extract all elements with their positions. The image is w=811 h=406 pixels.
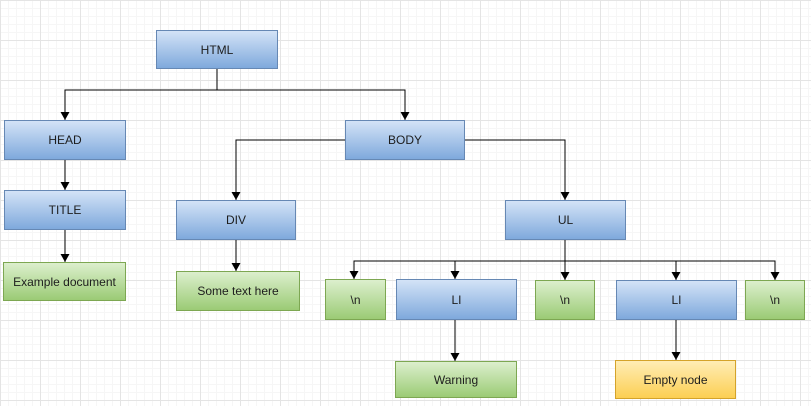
node-label-body: BODY — [387, 133, 422, 147]
node-warning[interactable]: Warning — [395, 361, 517, 398]
node-label-html: HTML — [200, 42, 234, 57]
node-newline-3[interactable]: \n — [745, 280, 805, 320]
node-label-example-document: Example document — [13, 274, 116, 289]
edge-ul-to-newline-1[interactable] — [349, 240, 566, 279]
node-label-newline-3: \n — [769, 293, 780, 307]
node-div[interactable]: DIV — [176, 200, 296, 240]
edge-ul-to-li-1[interactable] — [450, 240, 566, 279]
node-newline-2[interactable]: \n — [535, 280, 595, 320]
edge-html-to-body[interactable] — [216, 69, 410, 120]
edge-html-to-head[interactable] — [60, 69, 218, 120]
node-li-1[interactable]: LI — [396, 279, 517, 320]
node-body[interactable]: BODY — [345, 120, 465, 160]
edge-body-to-ul[interactable] — [465, 139, 570, 200]
node-empty-node[interactable]: Empty node — [615, 360, 736, 399]
node-some-text-here[interactable]: Some text here — [176, 271, 300, 311]
edge-body-to-div[interactable] — [231, 139, 345, 200]
node-example-document[interactable]: Example document — [3, 262, 126, 301]
edge-ul-to-li-2[interactable] — [564, 240, 681, 280]
node-label-div: DIV — [225, 213, 246, 227]
node-label-empty-node: Empty node — [643, 372, 708, 387]
node-label-ul: UL — [557, 213, 574, 227]
node-label-li-1: LI — [451, 292, 462, 307]
node-label-newline-2: \n — [559, 293, 570, 307]
node-label-newline-1: \n — [350, 292, 361, 307]
node-li-2[interactable]: LI — [616, 280, 737, 320]
node-head[interactable]: HEAD — [4, 120, 126, 160]
node-html[interactable]: HTML — [156, 30, 278, 69]
node-label-li-2: LI — [671, 293, 682, 307]
node-label-some-text-here: Some text here — [197, 284, 279, 298]
node-label-warning: Warning — [433, 372, 479, 387]
node-title[interactable]: TITLE — [4, 190, 126, 230]
edge-ul-to-newline-3[interactable] — [564, 240, 780, 280]
node-newline-1[interactable]: \n — [325, 279, 386, 320]
node-label-head: HEAD — [48, 133, 82, 147]
node-label-title: TITLE — [48, 203, 82, 217]
node-ul[interactable]: UL — [505, 200, 626, 240]
